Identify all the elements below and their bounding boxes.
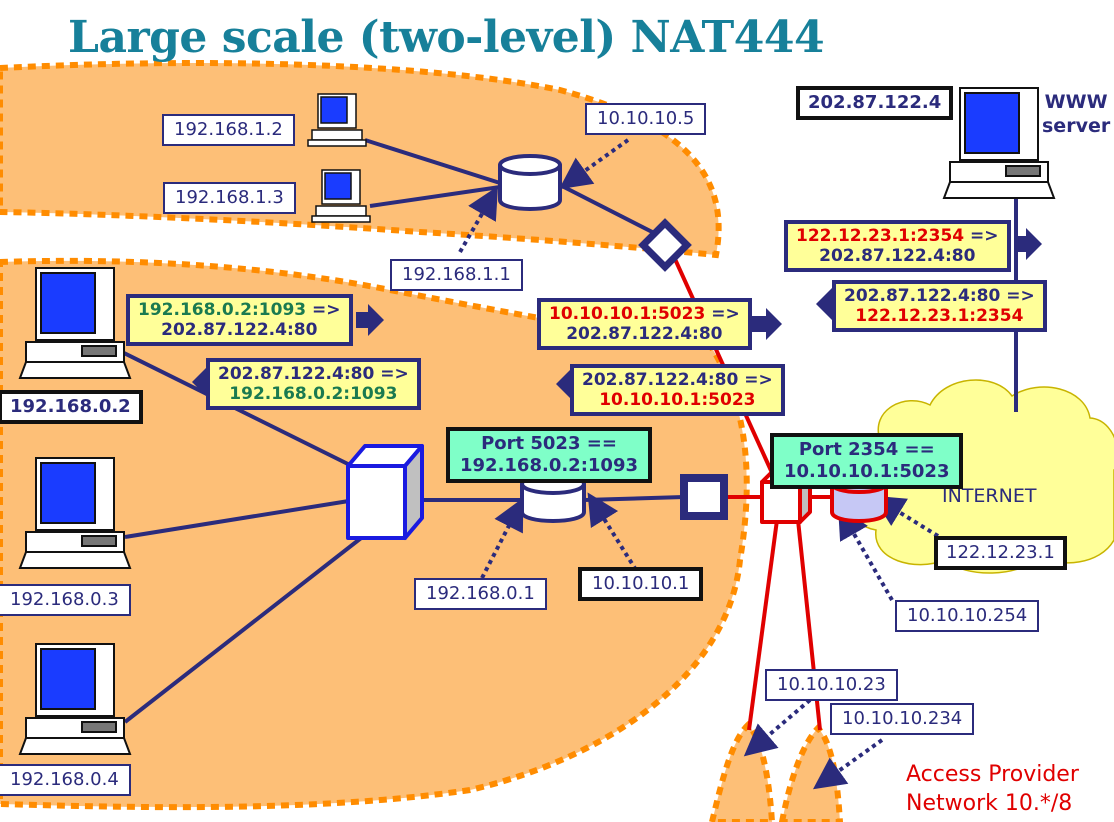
www-server-name: WWW server bbox=[1042, 90, 1110, 138]
flow-ap-in-arrow: => bbox=[738, 370, 773, 390]
label-lan0-host-a: 192.168.0.2 bbox=[0, 390, 143, 424]
flow-lan-outbound: 192.168.0.2:1093 => 202.87.122.4:80 bbox=[126, 294, 353, 346]
label-ap-host-b: 10.10.10.234 bbox=[830, 703, 975, 735]
computer-www-server bbox=[942, 87, 1056, 199]
flow-net-in-dst: 122.12.23.1:2354 bbox=[855, 306, 1024, 326]
label-lan1-router-outer: 10.10.10.5 bbox=[585, 103, 707, 135]
label-lan0-router-outer: 10.10.10.1 bbox=[578, 567, 704, 601]
flow-net-in-arrow: => bbox=[1000, 286, 1035, 306]
label-lan0-host-b: 192.168.0.3 bbox=[0, 584, 131, 616]
flow-ap-inbound: 202.87.122.4:80 => 10.10.10.1:5023 bbox=[570, 364, 785, 416]
access-area-b bbox=[778, 723, 844, 822]
flow-net-in-src: 202.87.122.4:80 bbox=[844, 286, 1001, 306]
flow-ap-out-arrow: => bbox=[705, 304, 740, 324]
lan1-area bbox=[0, 60, 722, 259]
flow-lan-inbound: 202.87.122.4:80 => 192.168.0.2:1093 bbox=[206, 358, 421, 410]
flow-net-out-arrow: => bbox=[964, 226, 999, 246]
flow-ap-in-dst: 10.10.10.1:5023 bbox=[599, 390, 756, 410]
computer-192-168-0-3 bbox=[18, 457, 132, 569]
access-area-a bbox=[708, 720, 776, 822]
nat-home-line1: Port 5023 == bbox=[481, 433, 617, 454]
label-www-ip: 202.87.122.4 bbox=[796, 86, 954, 120]
nat-mapping-home: Port 5023 == 192.168.0.2:1093 bbox=[446, 427, 653, 483]
flow-net-outbound: 122.12.23.1:2354 => 202.87.122.4:80 bbox=[784, 220, 1011, 272]
nat-mapping-cgn: Port 2354 == 10.10.10.1:5023 bbox=[770, 433, 964, 489]
flow-lan-out-src: 192.168.0.2:1093 bbox=[138, 300, 307, 320]
label-cgn-inner: 10.10.10.254 bbox=[895, 600, 1040, 632]
flow-ap-out-src: 10.10.10.1:5023 bbox=[549, 304, 706, 324]
computer-192-168-1-3 bbox=[311, 169, 371, 223]
ethernet-switch bbox=[346, 444, 424, 540]
pointer-lines bbox=[458, 138, 940, 790]
modem-lan0 bbox=[680, 474, 728, 520]
label-cgn-public: 122.12.23.1 bbox=[934, 536, 1067, 570]
nat-cgn-line2: 10.10.10.1:5023 bbox=[784, 461, 950, 482]
flow-ap-in-src: 202.87.122.4:80 bbox=[582, 370, 739, 390]
flow-net-out-src: 122.12.23.1:2354 bbox=[796, 226, 965, 246]
label-lan0-host-c: 192.168.0.4 bbox=[0, 764, 131, 796]
flow-lan-in-src: 202.87.122.4:80 bbox=[218, 364, 375, 384]
label-ap-host-a: 10.10.10.23 bbox=[765, 669, 898, 701]
www-name-line1: WWW bbox=[1044, 91, 1108, 113]
access-provider-caption: Access Provider Network 10.*/8 bbox=[906, 760, 1079, 818]
router-lan1 bbox=[498, 154, 562, 211]
computer-192-168-1-2 bbox=[307, 93, 367, 147]
nat-home-line2: 192.168.0.2:1093 bbox=[460, 455, 639, 476]
label-lan1-router-inner: 192.168.1.1 bbox=[390, 259, 523, 291]
internet-label: INTERNET bbox=[942, 485, 1037, 507]
flow-lan-in-dst: 192.168.0.2:1093 bbox=[229, 384, 398, 404]
nat-cgn-line1: Port 2354 == bbox=[798, 439, 935, 460]
flow-lan-out-arrow: => bbox=[306, 300, 341, 320]
www-name-line2: server bbox=[1042, 115, 1111, 137]
computer-192-168-0-2 bbox=[18, 267, 132, 379]
computer-192-168-0-4 bbox=[18, 643, 132, 755]
label-lan1-host-b: 192.168.1.3 bbox=[163, 182, 296, 214]
access-line2: Network 10.*/8 bbox=[906, 791, 1073, 816]
label-lan1-host-a: 192.168.1.2 bbox=[162, 114, 295, 146]
flow-lan-in-arrow: => bbox=[374, 364, 409, 384]
page-title: Large scale (two-level) NAT444 bbox=[68, 12, 825, 63]
access-line1: Access Provider bbox=[906, 762, 1079, 787]
flow-net-out-dst: 202.87.122.4:80 bbox=[819, 246, 976, 266]
flow-ap-outbound: 10.10.10.1:5023 => 202.87.122.4:80 bbox=[537, 298, 752, 350]
label-lan0-router-inner: 192.168.0.1 bbox=[414, 578, 547, 610]
flow-ap-out-dst: 202.87.122.4:80 bbox=[566, 324, 723, 344]
flow-net-inbound: 202.87.122.4:80 => 122.12.23.1:2354 bbox=[832, 280, 1047, 332]
flow-lan-out-dst: 202.87.122.4:80 bbox=[161, 320, 318, 340]
